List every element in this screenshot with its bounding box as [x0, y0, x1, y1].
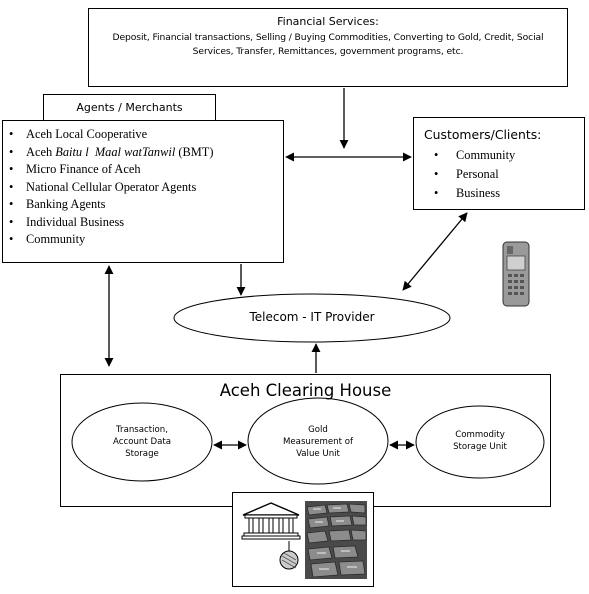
customers-title: Customers/Clients:: [424, 127, 541, 142]
bullet-icon: •: [9, 126, 26, 144]
bullet-icon: •: [9, 214, 26, 232]
bullet-icon: •: [9, 231, 26, 249]
financial-services-box: Financial Services: Deposit, Financial t…: [88, 8, 568, 87]
agents-box: •Aceh Local Cooperative •Aceh Baitu l Ma…: [2, 120, 284, 263]
agents-list: •Aceh Local Cooperative •Aceh Baitu l Ma…: [9, 126, 213, 249]
financial-services-description: Deposit, Financial transactions, Selling…: [99, 31, 557, 59]
agents-item: •National Cellular Operator Agents: [9, 179, 213, 197]
telecom-label: Telecom - IT Provider: [174, 310, 450, 324]
customers-list: •Community •Personal •Business: [434, 146, 515, 203]
coin-icon: [279, 541, 299, 571]
commodity-storage-label: Commodity Storage Unit: [420, 429, 540, 453]
bullet-icon: •: [434, 184, 456, 203]
bullet-icon: •: [434, 165, 456, 184]
customers-item: •Community: [434, 146, 515, 165]
transaction-storage-label: Transaction, Account Data Storage: [82, 424, 202, 460]
customers-item: •Personal: [434, 165, 515, 184]
arrow-customers-telecom: [403, 213, 467, 290]
bullet-icon: •: [9, 161, 26, 179]
agents-item: •Community: [9, 231, 213, 249]
bank-building-icon: [241, 501, 301, 541]
bullet-icon: •: [9, 196, 26, 214]
agents-item: •Aceh Local Cooperative: [9, 126, 213, 144]
gold-measurement-label: Gold Measurement of Value Unit: [258, 424, 378, 460]
agents-item: •Banking Agents: [9, 196, 213, 214]
bullet-icon: •: [9, 179, 26, 197]
agents-item: •Individual Business: [9, 214, 213, 232]
bullet-icon: •: [434, 146, 456, 165]
customers-item: •Business: [434, 184, 515, 203]
agents-item: •Micro Finance of Aceh: [9, 161, 213, 179]
agents-item: •Aceh Baitu l Maal watTanwil (BMT): [9, 144, 213, 162]
bullet-icon: •: [9, 144, 26, 162]
agents-title-tab: Agents / Merchants: [43, 94, 216, 121]
bank-gold-picture-box: [232, 492, 374, 587]
gold-bars-photo: [305, 501, 367, 579]
mobile-phone-icon: [501, 241, 531, 307]
clearing-house-title: Aceh Clearing House: [61, 381, 550, 400]
financial-services-title: Financial Services:: [89, 15, 567, 28]
customers-box: Customers/Clients: •Community •Personal …: [413, 117, 585, 210]
